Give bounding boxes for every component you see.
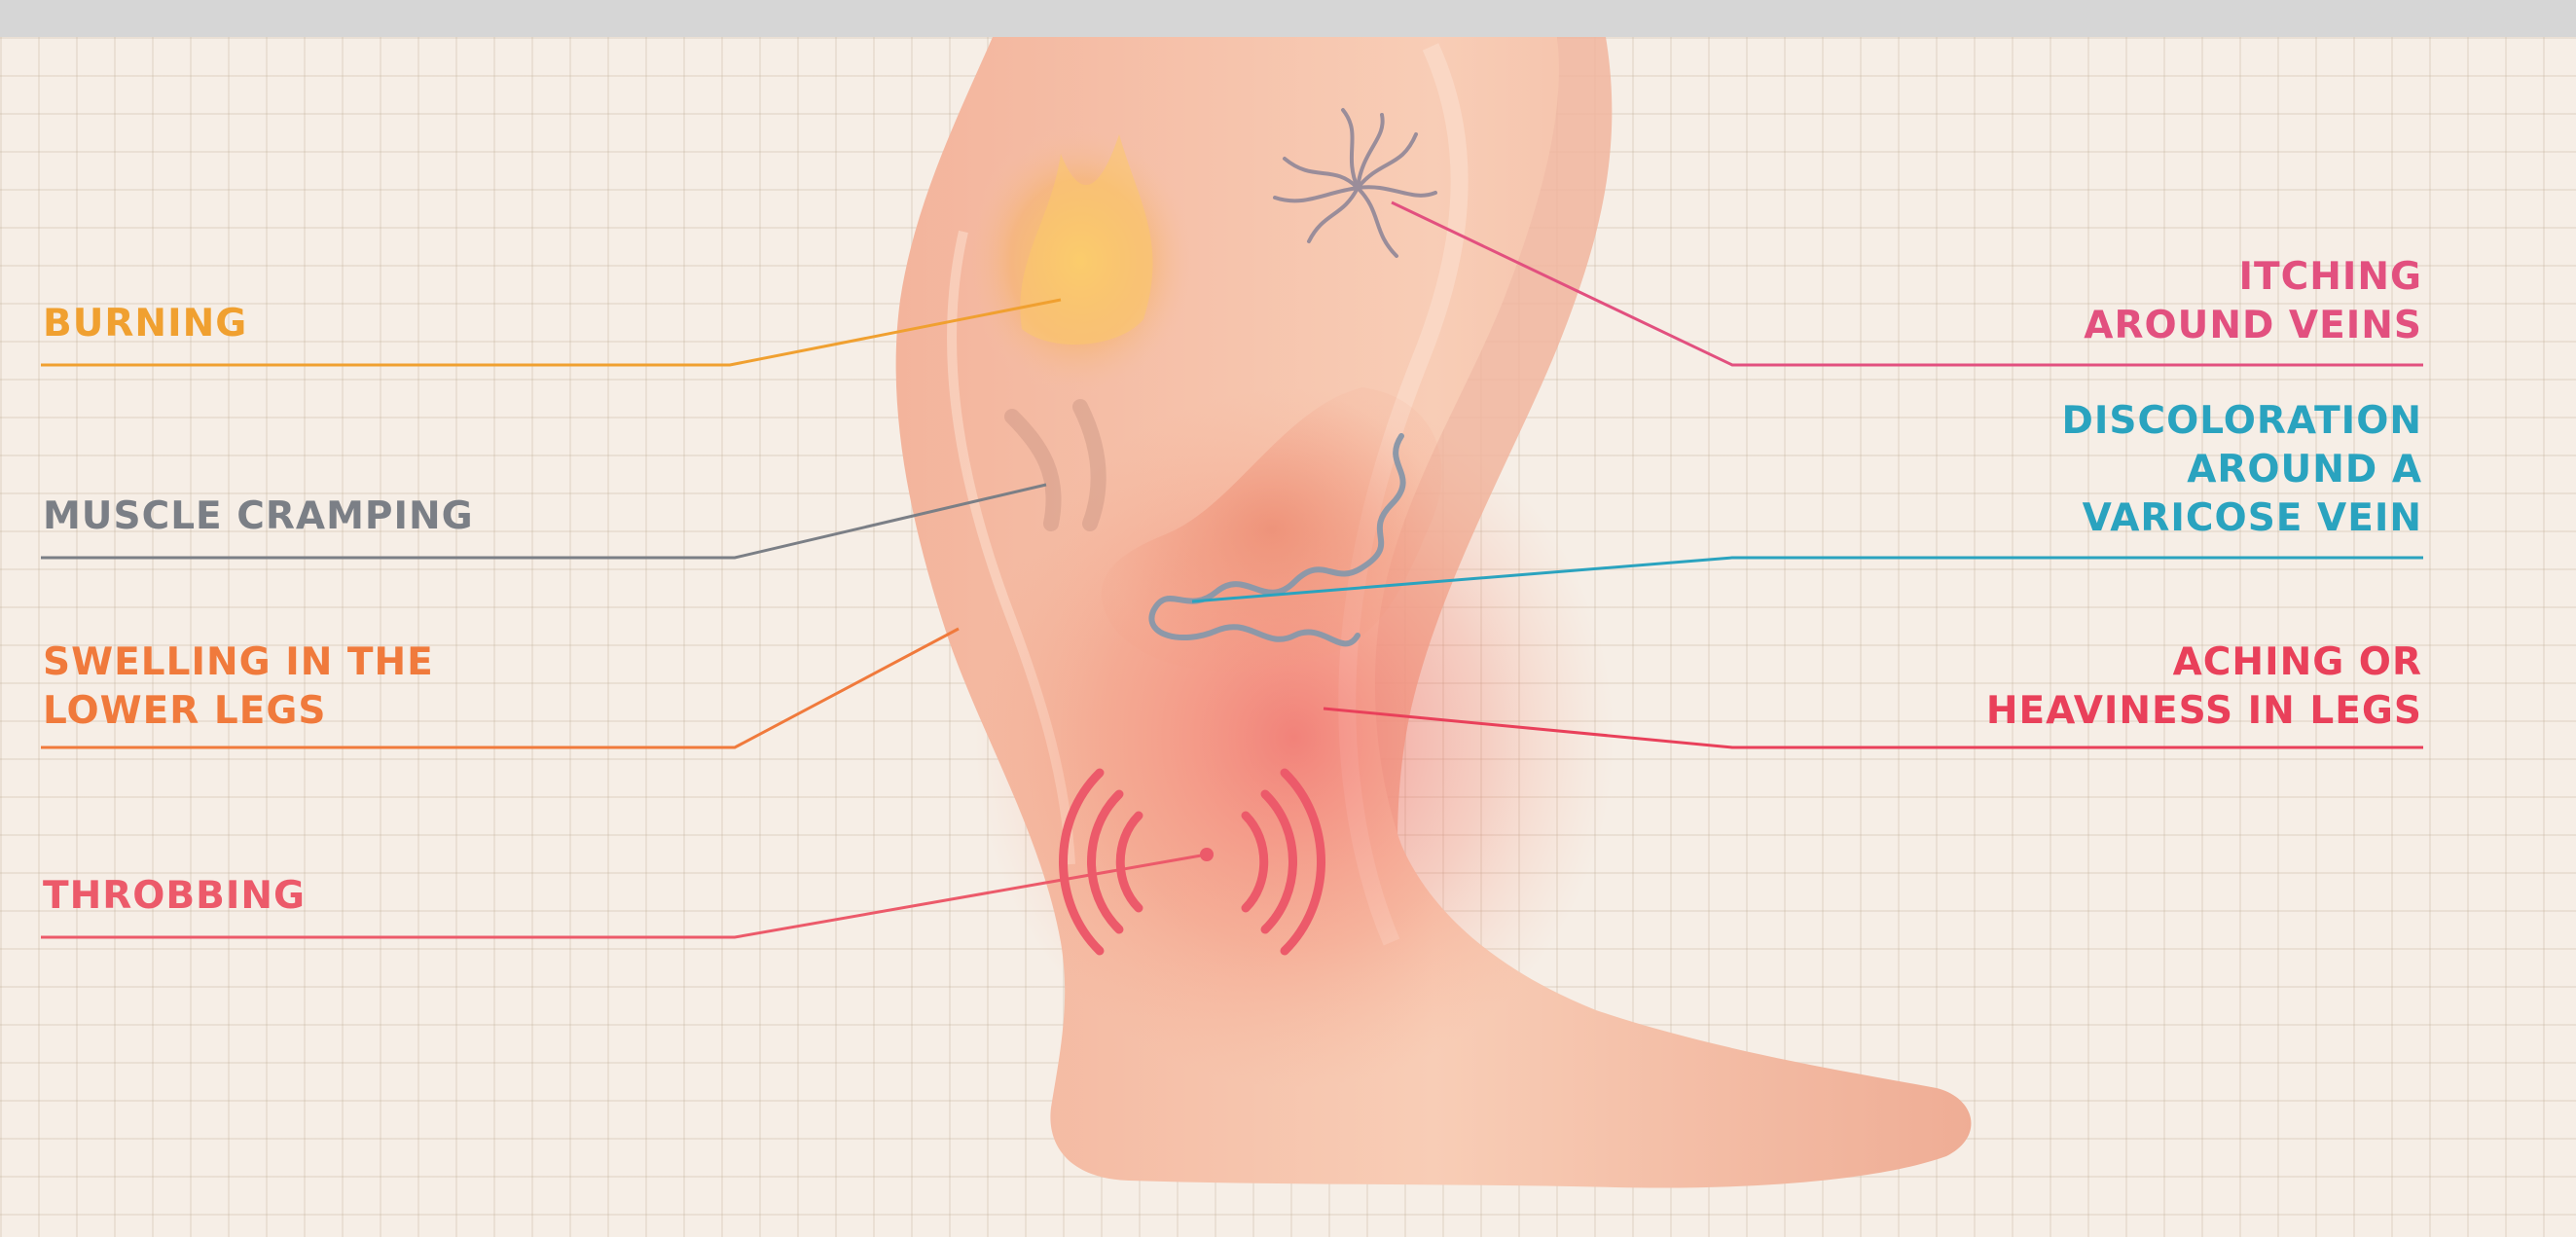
aching-label: ACHING OR HEAVINESS IN LEGS [1986, 638, 2422, 736]
swelling-label: SWELLING IN THE LOWER LEGS [43, 638, 434, 736]
infographic: BURNING MUSCLE CRAMPING SWELLING IN THE … [0, 37, 2576, 1237]
top-bar [0, 0, 2576, 37]
muscle-cramping-label: MUSCLE CRAMPING [43, 492, 474, 541]
leg-diagram [0, 37, 2576, 1237]
throbbing-label: THROBBING [43, 872, 306, 921]
burning-label: BURNING [43, 300, 247, 348]
discoloration-label: DISCOLORATION AROUND A VARICOSE VEIN [2062, 397, 2422, 543]
itching-label: ITCHING AROUND VEINS [2084, 253, 2422, 350]
